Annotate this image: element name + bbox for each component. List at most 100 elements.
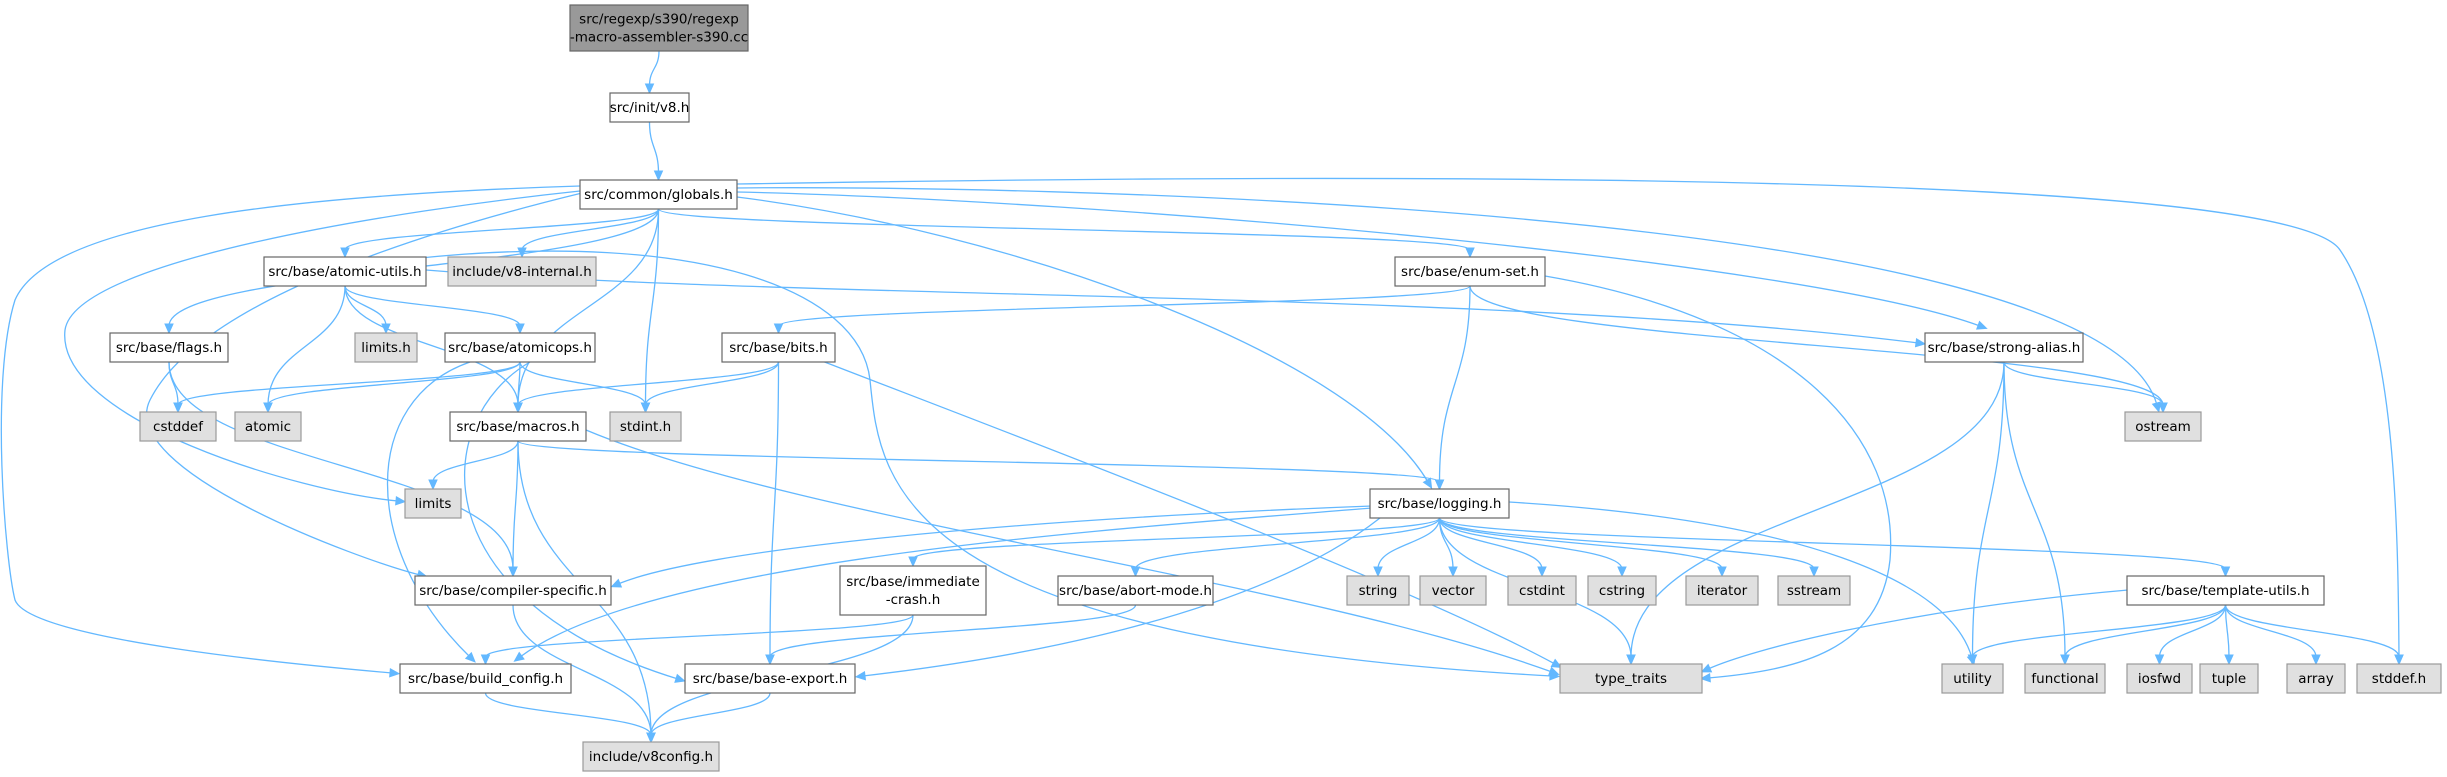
node-box bbox=[449, 411, 587, 442]
node-src-base-strong-alias-h[interactable]: src/base/strong-alias.h bbox=[1924, 332, 2084, 363]
edge-line bbox=[1438, 517, 1723, 570]
node-label: src/base/immediate bbox=[846, 574, 980, 590]
edge-src-base-strong-alias-h-to-ostream bbox=[2003, 361, 2168, 414]
node-box bbox=[569, 4, 749, 52]
edge-src-common-globals-h-to-stdint-h bbox=[640, 208, 660, 414]
edge-line bbox=[1971, 604, 2227, 658]
edge-line bbox=[1134, 517, 1441, 570]
node-src-base-flags-h[interactable]: src/base/flags.h bbox=[109, 332, 229, 363]
edge-arrowhead bbox=[1130, 566, 1141, 578]
edge-arrowhead bbox=[640, 402, 651, 414]
edge-src-base-template-utils-h-to-stddef-h bbox=[2224, 604, 2404, 666]
edge-line bbox=[736, 177, 2400, 658]
node-box bbox=[582, 741, 720, 772]
node-src-base-atomicops-h[interactable]: src/base/atomicops.h bbox=[444, 332, 596, 363]
node-label: stdint.h bbox=[620, 419, 671, 435]
node-src-base-base-export-h[interactable]: src/base/base-export.h bbox=[684, 663, 856, 694]
edge-src-base-template-utils-h-to-tuple bbox=[2224, 604, 2234, 666]
node-src-base-atomic-utils-h[interactable]: src/base/atomic-utils.h bbox=[263, 256, 427, 287]
edge-line bbox=[517, 361, 780, 406]
node-src-init-v8-h[interactable]: src/init/v8.h bbox=[609, 92, 690, 123]
node-label: src/base/atomic-utils.h bbox=[268, 264, 421, 280]
graph-edges bbox=[0, 50, 2404, 744]
edge-arrowhead bbox=[765, 654, 775, 666]
edge-src-base-base-export-h-to-include-v8config-h bbox=[646, 692, 771, 744]
edge-arrowhead bbox=[1626, 654, 1636, 666]
node-label: utility bbox=[1953, 671, 1991, 687]
edge-src-init-v8-h-to-src-common-globals-h bbox=[648, 121, 664, 182]
edge-src-common-globals-h-to-include-v8-internal-h bbox=[517, 208, 660, 259]
node-label: src/base/macros.h bbox=[456, 419, 579, 435]
node-src-base-abort-mode-h[interactable]: src/base/abort-mode.h bbox=[1057, 575, 1214, 606]
edge-src-base-logging-h-to-cstdint bbox=[1438, 517, 1547, 578]
edge-line bbox=[1469, 285, 2164, 406]
edge-arrowhead bbox=[428, 479, 438, 491]
edge-line bbox=[267, 361, 521, 406]
edge-line bbox=[64, 190, 581, 502]
edge-src-base-template-utils-h-to-type-traits bbox=[1700, 589, 2129, 673]
node-box bbox=[2286, 663, 2346, 694]
edge-src-base-macros-h-to-limits bbox=[428, 440, 519, 491]
edge-arrowhead bbox=[1617, 566, 1627, 578]
edge-line bbox=[1630, 361, 2005, 658]
node-src-base-macros-h[interactable]: src/base/macros.h bbox=[449, 411, 587, 442]
node-label: array bbox=[2298, 671, 2333, 687]
edge-arrowhead bbox=[1809, 566, 1819, 578]
edge-src-base-macros-h-to-type-traits bbox=[585, 429, 1560, 676]
node-src-common-globals-h[interactable]: src/common/globals.h bbox=[579, 179, 738, 210]
edge-src-base-logging-h-to-iterator bbox=[1438, 517, 1727, 578]
edge-line bbox=[517, 208, 660, 406]
node-src-base-bits-h[interactable]: src/base/bits.h bbox=[721, 332, 836, 363]
edge-src-base-logging-h-to-string bbox=[1373, 517, 1441, 578]
edge-line bbox=[648, 50, 660, 87]
edge-src-base-enum-set-h-to-src-base-logging-h bbox=[1434, 285, 1471, 491]
node-label: type_traits bbox=[1595, 671, 1667, 687]
node-box bbox=[109, 332, 229, 363]
node-src-base-logging-h[interactable]: src/base/logging.h bbox=[1369, 488, 1510, 519]
edge-src-base-atomicops-h-to-src-base-base-export-h bbox=[464, 361, 686, 683]
node-label: src/base/template-utils.h bbox=[2141, 583, 2309, 599]
edge-arrowhead bbox=[1699, 673, 1711, 683]
edge-src-base-atomicops-h-to-cstddef bbox=[173, 361, 521, 414]
node-label: src/base/build_config.h bbox=[408, 671, 563, 687]
node-box bbox=[1419, 575, 1487, 606]
edge-line bbox=[617, 505, 1373, 585]
edge-src-common-globals-h-to-ostream bbox=[736, 187, 2161, 413]
node-src-base-build-config-h[interactable]: src/base/build_config.h bbox=[399, 663, 572, 694]
edge-line bbox=[425, 269, 1919, 344]
node-src-base-template-utils-h[interactable]: src/base/template-utils.h bbox=[2126, 575, 2325, 606]
edge-line bbox=[484, 614, 914, 658]
node-label: functional bbox=[2031, 671, 2098, 687]
edge-line bbox=[2158, 604, 2227, 658]
node-label: include/v8config.h bbox=[589, 749, 713, 765]
node-src-base-enum-set-h[interactable]: src/base/enum-set.h bbox=[1394, 256, 1546, 287]
edge-line bbox=[821, 360, 1556, 665]
node-label: src/base/abort-mode.h bbox=[1059, 583, 1212, 599]
edge-line bbox=[512, 440, 519, 570]
node-box bbox=[1394, 256, 1546, 287]
node-cstring: cstring bbox=[1587, 575, 1657, 606]
edge-src-base-logging-h-to-src-base-base-export-h bbox=[854, 517, 1381, 681]
edge-line bbox=[585, 429, 1553, 673]
node-src-base-immediate-crash-h[interactable]: src/base/immediate-crash.h bbox=[839, 565, 987, 616]
edge-src-base-atomic-utils-h-to-src-base-strong-alias-h bbox=[425, 269, 1927, 348]
edge-line bbox=[769, 604, 1137, 658]
edge-src-base-template-utils-h-to-iosfwd bbox=[2154, 604, 2227, 666]
edge-src-regexp-s390-regexp-macro-assembler-s390-cc-to-src-init-v8-h bbox=[644, 50, 660, 95]
node-box bbox=[234, 411, 302, 442]
node-label: src/init/v8.h bbox=[610, 100, 690, 116]
node-src-base-compiler-specific-h[interactable]: src/base/compiler-specific.h bbox=[414, 575, 612, 606]
edge-src-base-atomicops-h-to-atomic bbox=[263, 361, 521, 414]
node-atomic: atomic bbox=[234, 411, 302, 442]
edge-arrowhead bbox=[2224, 654, 2234, 666]
edge-arrowhead bbox=[395, 496, 407, 506]
edge-line bbox=[769, 361, 780, 658]
edge-arrowhead bbox=[2158, 402, 2168, 414]
node-limits-h: limits.h bbox=[354, 332, 418, 363]
edge-line bbox=[2224, 604, 2230, 658]
node-label: limits.h bbox=[361, 340, 411, 356]
node-box bbox=[1941, 663, 2004, 694]
node-ostream: ostream bbox=[2124, 411, 2202, 442]
node-label: src/common/globals.h bbox=[584, 187, 733, 203]
node-src-regexp-s390-regexp-macro-assembler-s390-cc[interactable]: src/regexp/s390/regexp-macro-assembler-s… bbox=[569, 4, 749, 52]
